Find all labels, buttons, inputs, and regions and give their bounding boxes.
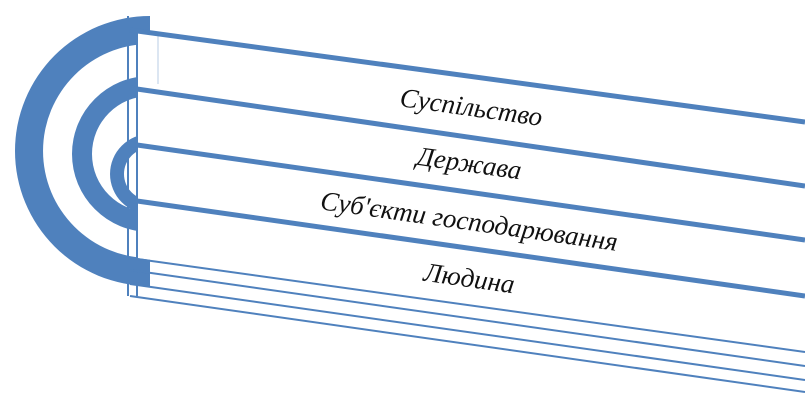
ring-outer xyxy=(15,16,150,286)
separator-1 xyxy=(129,27,805,125)
ring-3 xyxy=(110,134,150,214)
separator-4 xyxy=(129,197,805,299)
concentric-rings xyxy=(15,16,150,286)
thin-line-3 xyxy=(129,283,805,381)
thin-lines xyxy=(129,257,805,393)
thin-line-2 xyxy=(129,269,805,367)
thin-line-1 xyxy=(129,257,805,353)
bands xyxy=(137,30,805,350)
separator-2 xyxy=(129,85,805,189)
ring-2 xyxy=(72,76,150,232)
band-separators xyxy=(129,27,805,299)
thin-line-4 xyxy=(129,295,805,393)
separator-3 xyxy=(129,141,805,243)
